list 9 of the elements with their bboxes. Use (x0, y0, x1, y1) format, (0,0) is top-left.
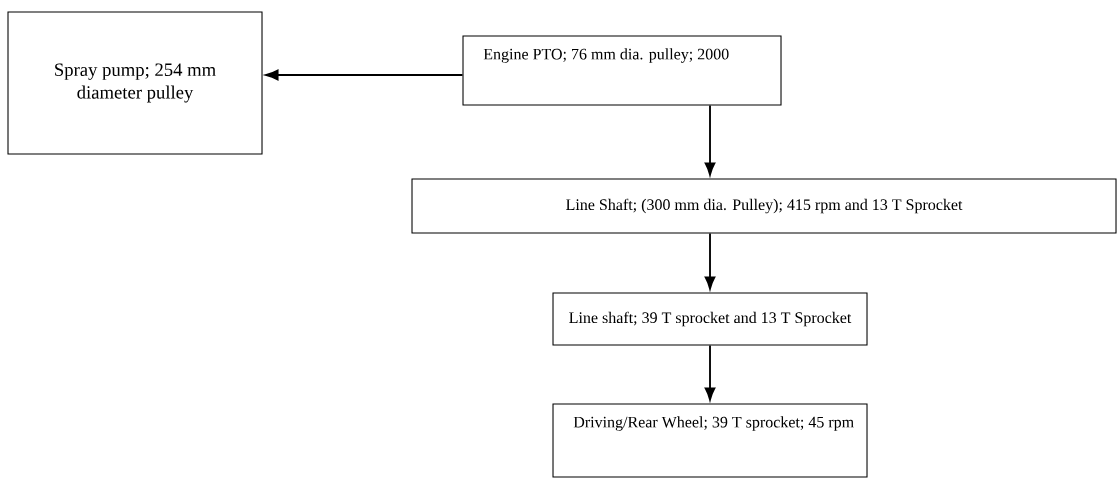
arrow (704, 104, 716, 176)
arrow (704, 232, 716, 290)
process-box: Spray pump; 254 mm diameter pulley (7, 11, 263, 155)
process-box: Engine PTO; 76 mm dia. pulley; 2000 (462, 35, 782, 106)
process-box: Line shaft; 39 T sprocket and 13 T Sprocket (552, 292, 868, 346)
arrow (265, 69, 464, 81)
arrow (704, 344, 716, 401)
process-box: Driving/Rear Wheel; 39 T sprocket; 45 rpm (552, 403, 868, 478)
process-box: Line Shaft; (300 mm dia. Pulley); 415 rpm and 13 T Sprocket (411, 178, 1117, 234)
